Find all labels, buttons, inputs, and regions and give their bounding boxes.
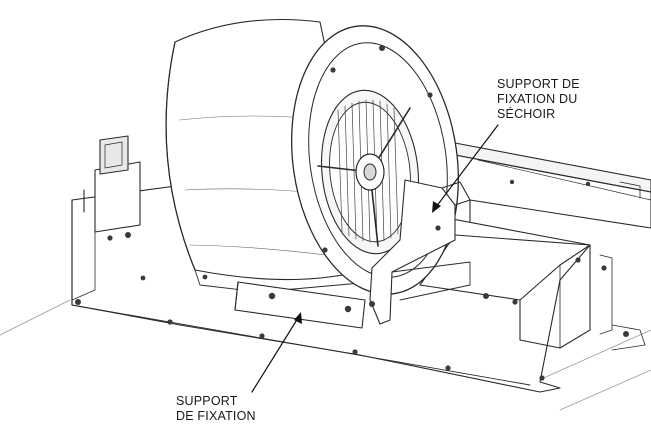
left-motor-mount — [83, 135, 141, 233]
callout-line: SUPPORT DE — [497, 77, 580, 91]
rear-rail — [454, 142, 651, 229]
lower-mount-bracket — [234, 281, 366, 329]
callout-line: FIXATION DU — [497, 92, 578, 106]
fan-wheel — [337, 99, 399, 243]
fan-hub — [317, 107, 411, 247]
callout-line: DE FIXATION — [176, 409, 256, 423]
callout-line: SUPPORT — [176, 394, 238, 408]
callout-dryer-mounting-bracket: SUPPORT DE FIXATION DU SÉCHOIR — [497, 77, 580, 122]
callout-mounting-bracket: SUPPORT DE FIXATION — [176, 394, 256, 424]
callout-line: SÉCHOIR — [497, 107, 556, 121]
fasteners — [75, 45, 629, 381]
callout-arrows — [251, 124, 499, 393]
dryer-mount-bracket — [369, 179, 471, 325]
arrowheads — [294, 201, 441, 324]
floor-guide-lines — [0, 299, 651, 411]
